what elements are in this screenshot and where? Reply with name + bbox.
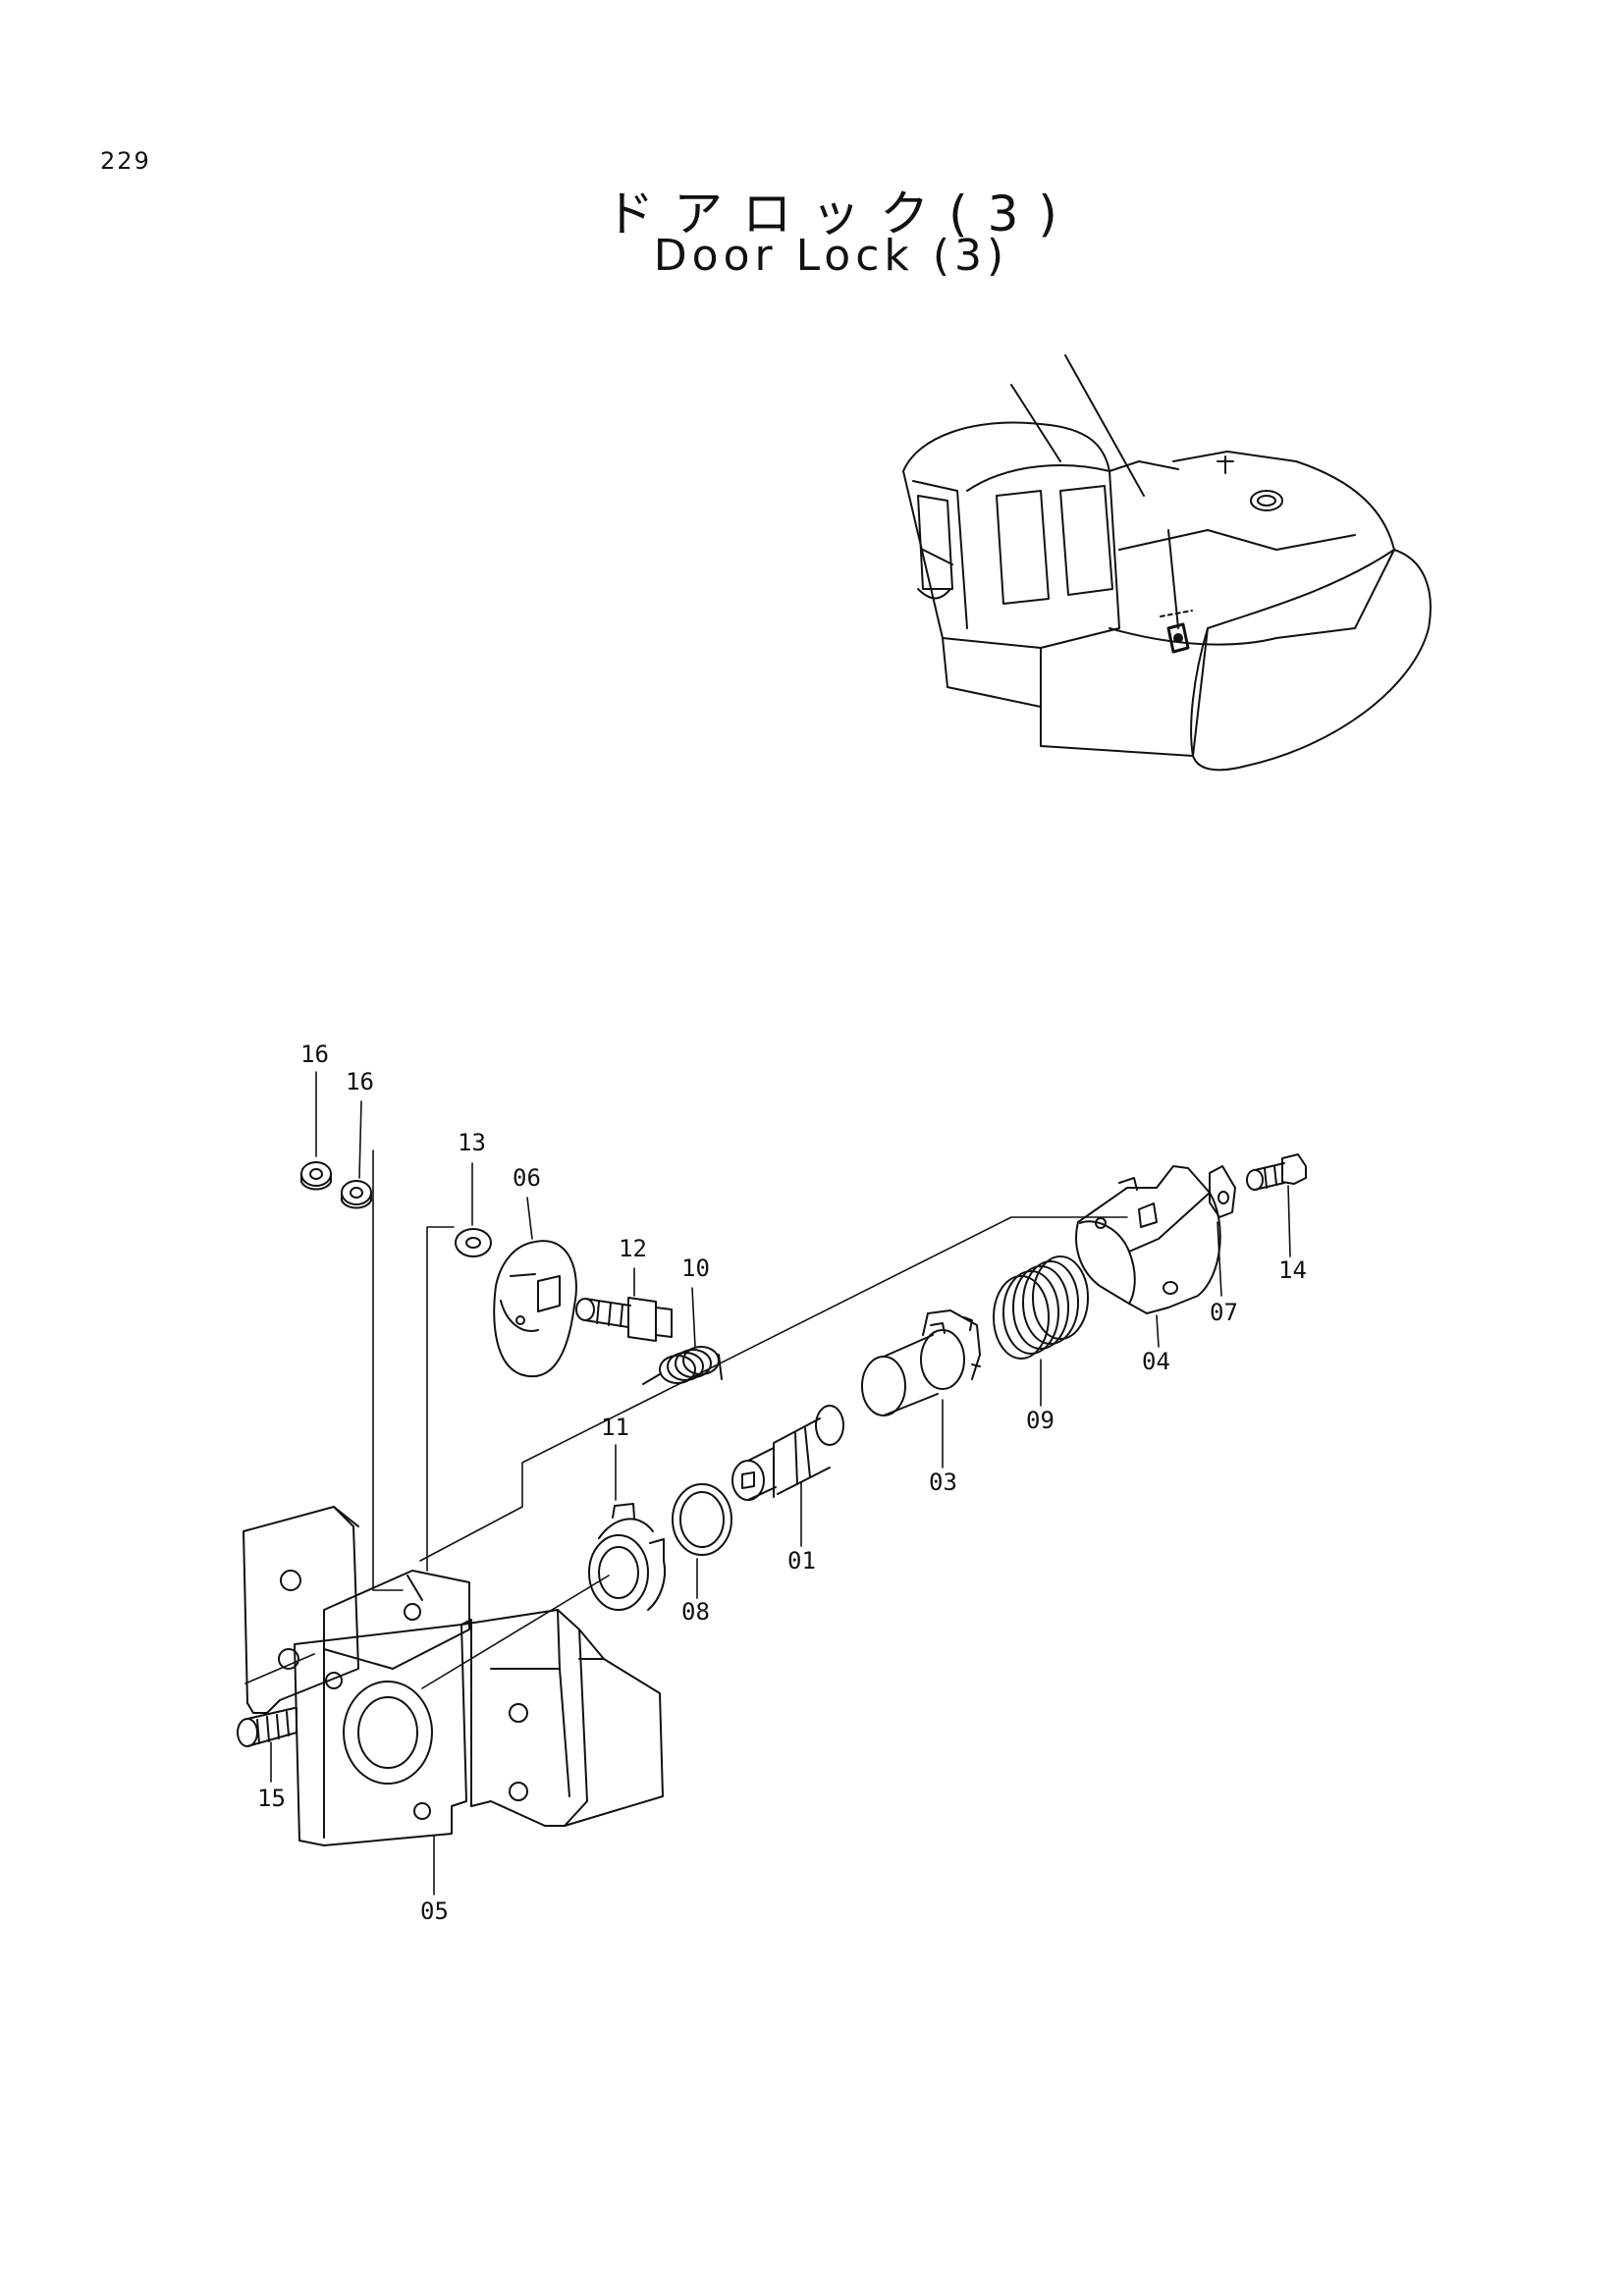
- callout-labels: 16 16 13 06 12 10 11 08 01 03 09 04 07 1…: [257, 1041, 1307, 1925]
- callout-04: 04: [1142, 1348, 1170, 1375]
- title-english: Door Lock (3): [653, 231, 1009, 281]
- title-japanese: ドアロック(3): [605, 186, 1077, 242]
- callout-05: 05: [420, 1897, 449, 1925]
- callout-11: 11: [601, 1414, 629, 1441]
- callout-08: 08: [681, 1598, 710, 1626]
- machine-overview-illustration: [902, 354, 1432, 772]
- callout-16a: 16: [300, 1041, 329, 1068]
- part-15-screw: [237, 1707, 298, 1747]
- callout-03: 03: [929, 1468, 957, 1496]
- part-07-lock-washer: [1209, 1165, 1236, 1218]
- part-16-nut-1: [300, 1161, 332, 1191]
- assembly-axis-lines: [244, 1149, 1128, 1689]
- part-08-o-ring: [672, 1483, 732, 1556]
- part-16-nut-2: [341, 1180, 372, 1209]
- callout-10: 10: [681, 1255, 710, 1282]
- callout-12: 12: [619, 1235, 647, 1262]
- callout-07: 07: [1210, 1299, 1238, 1326]
- part-09-coil-spring: [993, 1255, 1089, 1360]
- part-05-bracket: [243, 1506, 664, 1846]
- callout-16b: 16: [346, 1068, 374, 1095]
- callout-15: 15: [257, 1785, 286, 1812]
- part-14-bolt: [1246, 1153, 1307, 1191]
- callout-06: 06: [513, 1164, 541, 1192]
- callout-01: 01: [787, 1547, 816, 1575]
- part-10-torsion-spring: [642, 1346, 723, 1385]
- part-12-bolt: [575, 1297, 673, 1342]
- page-number: 229: [100, 147, 151, 175]
- callout-09: 09: [1026, 1407, 1055, 1434]
- part-11-housing: [588, 1503, 666, 1611]
- callout-leader-lines: [270, 1071, 1291, 1896]
- part-13-washer: [455, 1228, 492, 1257]
- part-01-lock-cylinder: [731, 1405, 844, 1501]
- callout-14: 14: [1278, 1256, 1307, 1284]
- part-06-latch-plate: [493, 1240, 577, 1378]
- part-04-lock-case: [1075, 1165, 1221, 1314]
- callout-13: 13: [458, 1129, 486, 1156]
- part-03-sleeve: [861, 1309, 981, 1416]
